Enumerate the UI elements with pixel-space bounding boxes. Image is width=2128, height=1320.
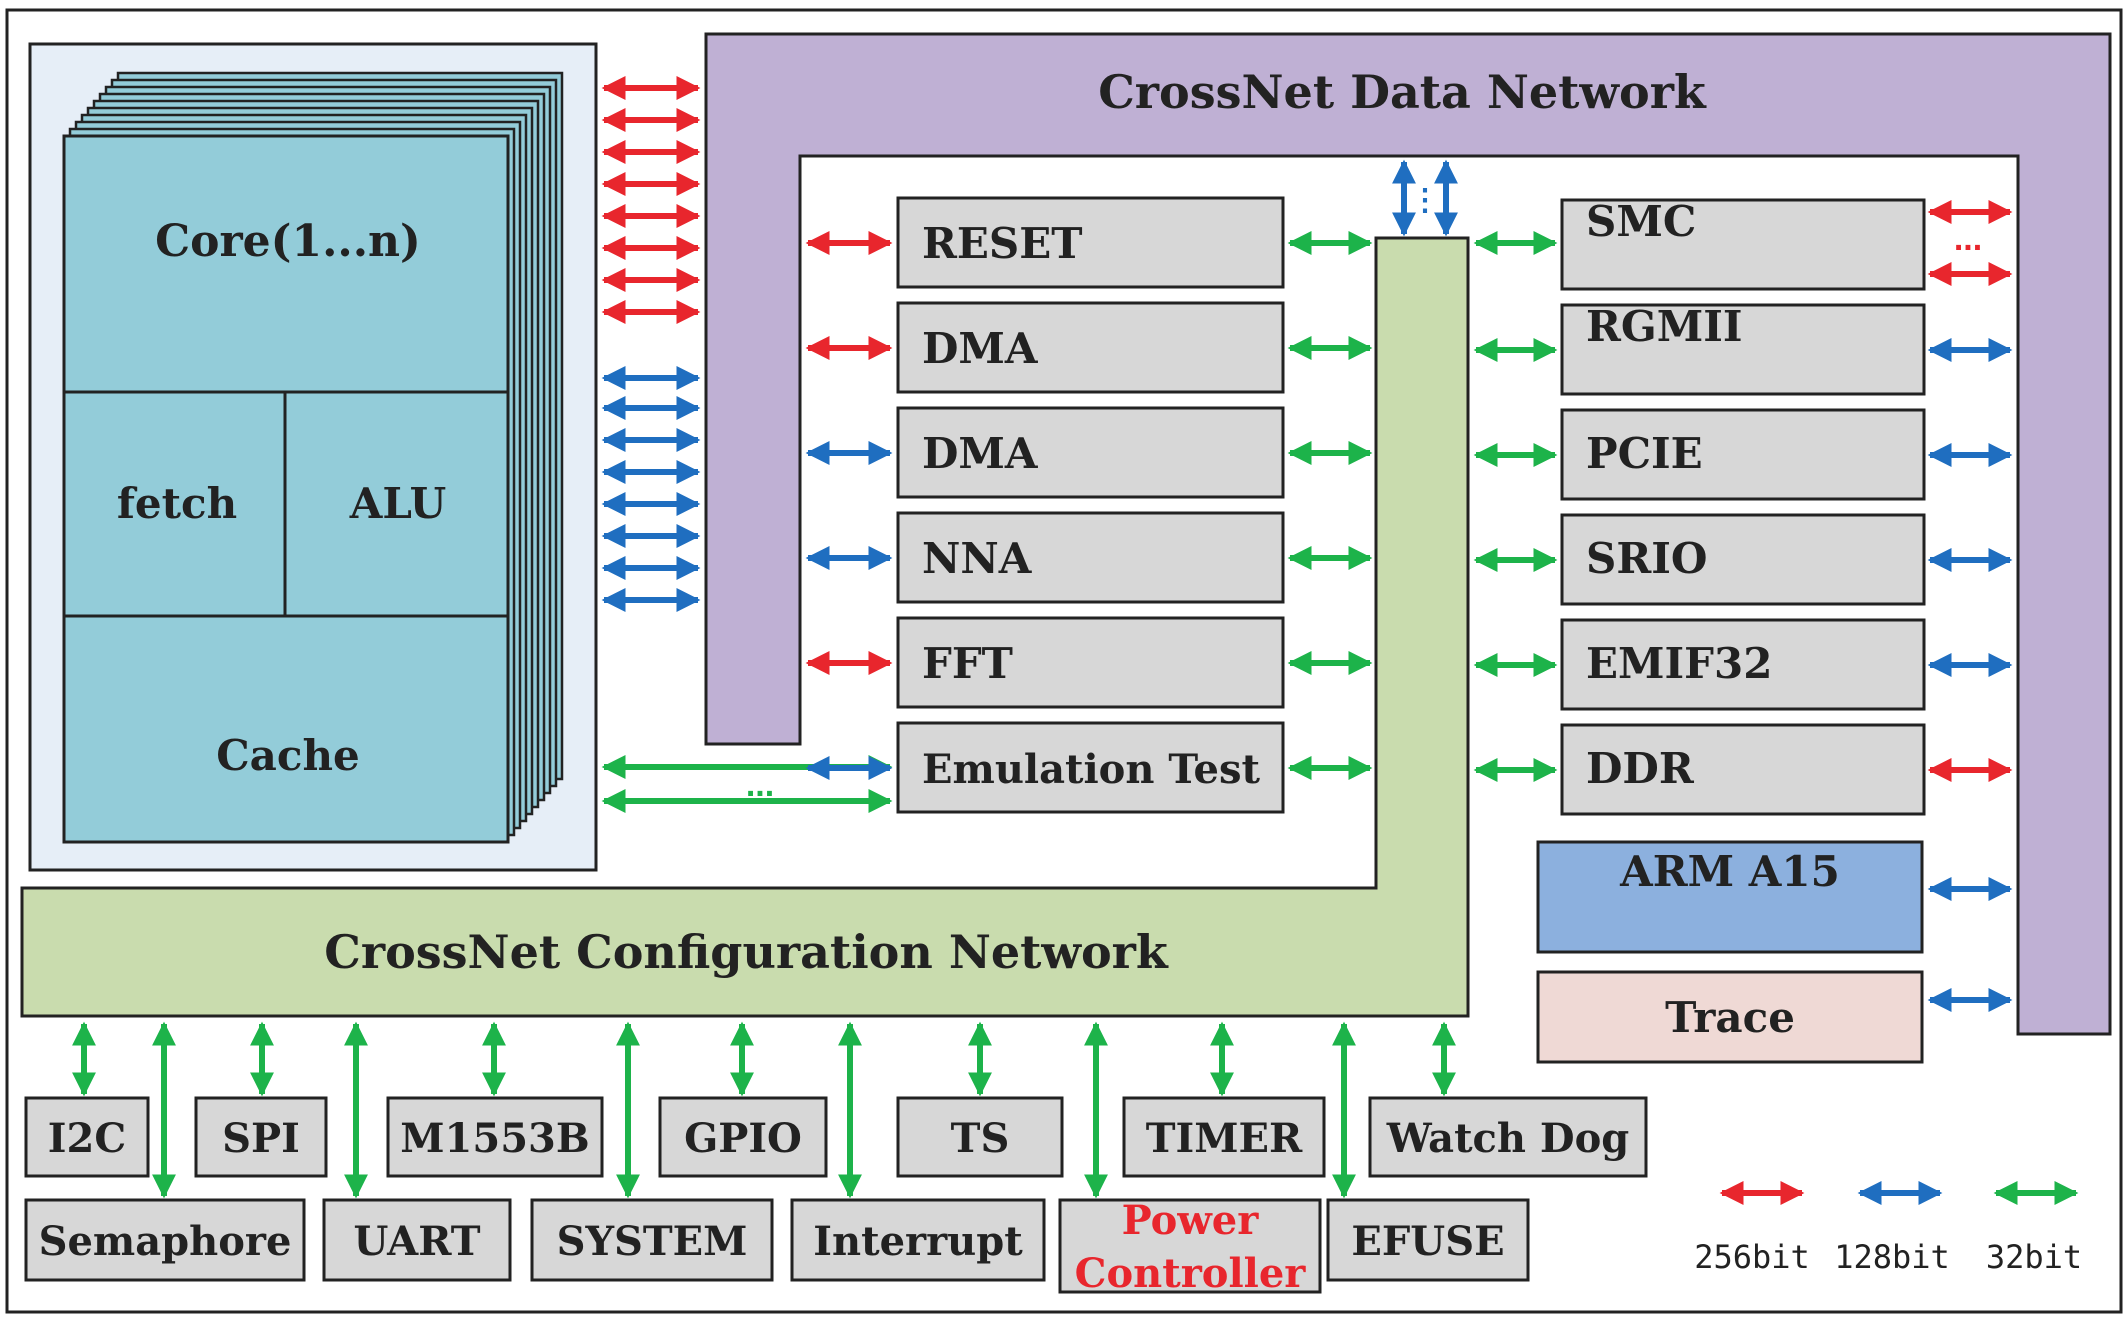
periph-m1553b: M1553B	[386, 1096, 604, 1178]
periph-spi: SPI	[194, 1096, 328, 1178]
config-network-title: CrossNet Configuration Network	[324, 925, 1169, 979]
arm-a15-block: ARM A15	[1536, 840, 1924, 954]
module-dma-1: DMA	[896, 301, 1285, 394]
module-reset-label: RESET	[922, 219, 1083, 268]
legend-128bit-label: 128bit	[1834, 1238, 1950, 1276]
data-network-bus	[704, 32, 2112, 1036]
core-box	[62, 134, 510, 844]
module-rgmii-label: RGMII	[1586, 302, 1743, 351]
periph-timer-label: TIMER	[1146, 1115, 1303, 1162]
periph-i2c: I2C	[24, 1096, 150, 1178]
module-nna: NNA	[896, 511, 1285, 604]
trace-label: Trace	[1665, 993, 1795, 1042]
module-emif32: EMIF32	[1560, 618, 1926, 711]
module-dma-1-label: DMA	[922, 324, 1039, 373]
periph-watch-dog: Watch Dog	[1368, 1096, 1648, 1178]
legend-32bit-label: 32bit	[1986, 1238, 2082, 1276]
periph-semaphore: Semaphore	[24, 1198, 306, 1282]
core-link-ellipsis: ...	[746, 766, 774, 804]
network-bridge-ellipsis: ⋮	[1410, 184, 1440, 217]
periph-interrupt-label: Interrupt	[813, 1218, 1023, 1265]
module-emif32-label: EMIF32	[1586, 639, 1772, 688]
periph-interrupt: Interrupt	[790, 1198, 1046, 1282]
alu-label: ALU	[349, 479, 446, 528]
module-rgmii: RGMII	[1560, 302, 1926, 396]
periph-system: SYSTEM	[530, 1198, 774, 1282]
periph-i2c-label: I2C	[48, 1115, 126, 1162]
periph-efuse: EFUSE	[1326, 1198, 1530, 1282]
periph-m1553b-label: M1553B	[400, 1115, 589, 1162]
legend-256bit-label: 256bit	[1694, 1238, 1810, 1276]
periph-semaphore-label: Semaphore	[39, 1218, 292, 1265]
module-srio: SRIO	[1560, 513, 1926, 606]
periph-ts-label: TS	[951, 1115, 1010, 1162]
periph-gpio: GPIO	[658, 1096, 828, 1178]
periph-watch-dog-label: Watch Dog	[1386, 1115, 1630, 1162]
arm-a15-label: ARM A15	[1619, 847, 1840, 896]
fetch-label: fetch	[117, 479, 237, 528]
config-network-bus	[20, 236, 1470, 1018]
module-dma-2: DMA	[896, 406, 1285, 499]
module-dma-2-label: DMA	[922, 429, 1039, 478]
periph-ts: TS	[896, 1096, 1064, 1178]
cache-label: Cache	[216, 731, 359, 780]
module-fft: FFT	[896, 616, 1285, 709]
module-pcie-label: PCIE	[1586, 429, 1703, 478]
module-srio-label: SRIO	[1586, 534, 1707, 583]
module-ddr-label: DDR	[1586, 744, 1695, 793]
periph-efuse-label: EFUSE	[1351, 1218, 1504, 1265]
periph-timer: TIMER	[1122, 1096, 1326, 1178]
periph-spi-label: SPI	[222, 1115, 300, 1162]
periph-uart: UART	[322, 1198, 512, 1282]
module-emulation-test: Emulation Test	[896, 721, 1285, 814]
module-emulation-test-label: Emulation Test	[922, 746, 1261, 793]
module-nna-label: NNA	[922, 534, 1033, 583]
peripherals: I2C SPI M1553B GPIO TS TIMER Watch Dog S…	[24, 1096, 1648, 1297]
trace-block: Trace	[1536, 970, 1924, 1064]
right-modules: SMC RGMII PCIE SRIO EMIF32 DDR	[1560, 197, 1926, 816]
module-pcie: PCIE	[1560, 408, 1926, 501]
module-smc: SMC	[1560, 197, 1926, 291]
module-ddr: DDR	[1560, 723, 1926, 816]
periph-power-label: Power	[1122, 1197, 1260, 1244]
core-label: Core(1...n)	[155, 216, 421, 267]
module-fft-label: FFT	[922, 639, 1013, 688]
legend: 256bit 128bit 32bit	[1694, 1238, 2082, 1276]
periph-uart-label: UART	[354, 1218, 481, 1265]
periph-system-label: SYSTEM	[557, 1218, 748, 1265]
module-smc-label: SMC	[1586, 197, 1696, 246]
smc-link-ellipsis: ...	[1954, 220, 1982, 258]
module-reset: RESET	[896, 196, 1285, 289]
periph-controller-label: Controller	[1075, 1250, 1307, 1297]
middle-modules: RESET DMA DMA NNA FFT Emulation Test	[896, 196, 1285, 814]
connection-links: ⋮	[72, 76, 2013, 1199]
data-network-title: CrossNet Data Network	[1098, 65, 1707, 119]
periph-gpio-label: GPIO	[684, 1115, 802, 1162]
